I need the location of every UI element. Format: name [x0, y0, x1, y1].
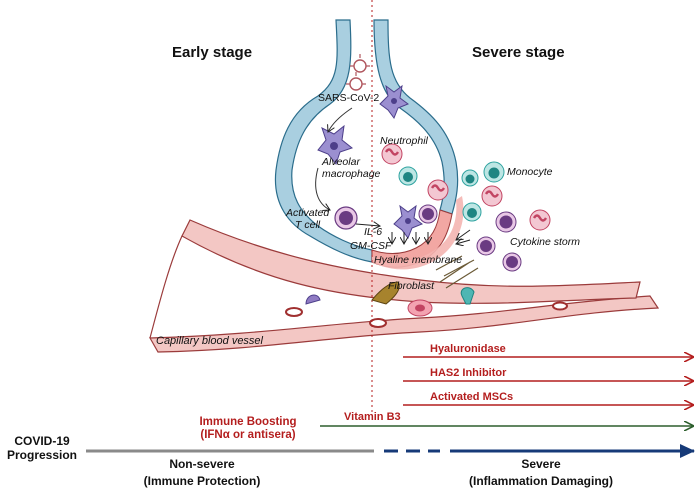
immune-boosting-label: Immune Boosting (IFNα or antisera) [174, 416, 322, 442]
red-blood-cell [552, 301, 568, 311]
il6-label: IL-6 [364, 226, 383, 238]
neutrophil-label: Neutrophil [380, 135, 428, 147]
endothelial-cells [305, 287, 475, 317]
hyaline-membrane-label: Hyaline membrane [374, 254, 463, 266]
severe-title: Severe [521, 457, 561, 471]
virus-icon [346, 54, 370, 91]
macrophage-icon [379, 84, 410, 120]
early-stage-title: Early stage [172, 44, 253, 61]
monocyte-icon [398, 166, 418, 186]
severe-subtitle: (Inflammation Damaging) [468, 473, 613, 488]
capillary-vessel-lower [148, 295, 660, 353]
immune-boosting-line2: (IFNα or antisera) [200, 429, 296, 442]
non-severe-subtitle: (Immune Protection) [143, 473, 261, 488]
neutrophil-icon [427, 179, 449, 201]
hyaline-membrane-band [372, 196, 464, 270]
virus-arrow [328, 107, 353, 132]
severe-immune-cells [381, 143, 551, 272]
monocyte-icon [461, 169, 479, 187]
neutrophil-icon [381, 143, 403, 165]
activated-t-cell-label: Activated T cell [286, 207, 330, 232]
red-blood-cell [369, 318, 387, 328]
severe-label: Severe (Inflammation Damaging) [446, 457, 636, 489]
non-severe-title: Non-severe [169, 457, 235, 471]
neutrophil-icon [481, 185, 503, 207]
immune-boosting-line1: Immune Boosting [199, 416, 297, 428]
virus-label: SARS-CoV-2 [318, 92, 380, 104]
activated-cell-icon [502, 252, 522, 272]
activated-mscs-label: Activated MSCs [430, 391, 514, 403]
cytokine-arrows [355, 224, 471, 244]
macrophage-icon [393, 204, 424, 240]
covid-progression-axis-label: COVID-19 Progression [6, 434, 78, 462]
severe-stage-title: Severe stage [472, 44, 565, 61]
activated-t-cell-icon [334, 206, 358, 230]
gm-csf-label: GM-CSF [350, 240, 392, 252]
activation-arrow [315, 167, 330, 210]
activated-cell-icon [418, 204, 438, 224]
fibroblast-label: Fibroblast [388, 280, 435, 292]
cytokine-storm-label: Cytokine storm [510, 236, 581, 248]
fibroblast-icon [371, 255, 479, 305]
monocyte-label: Monocyte [507, 166, 553, 178]
monocyte-icon [483, 161, 505, 183]
capillary-vessel-left-loop [149, 235, 183, 339]
capillary-vessel-group [148, 219, 660, 353]
treatment-arrows [403, 357, 693, 405]
vitamin-b3-label: Vitamin B3 [344, 411, 401, 423]
activated-cell-icon [495, 211, 517, 233]
activated-cell-icon [476, 236, 496, 256]
red-blood-cell [285, 307, 303, 317]
has2-inhibitor-label: HAS2 Inhibitor [430, 367, 507, 379]
capillary-blood-vessel-label: Capillary blood vessel [156, 335, 263, 347]
non-severe-label: Non-severe (Immune Protection) [126, 457, 278, 489]
alveolar-macrophage-label: Alveolar macrophage [322, 156, 381, 181]
capillary-vessel-upper [181, 219, 641, 304]
alveolar-macrophage-icon [317, 124, 354, 166]
monocyte-icon [462, 202, 482, 222]
neutrophil-icon [529, 209, 551, 231]
hyaluronidase-label: Hyaluronidase [430, 343, 506, 355]
